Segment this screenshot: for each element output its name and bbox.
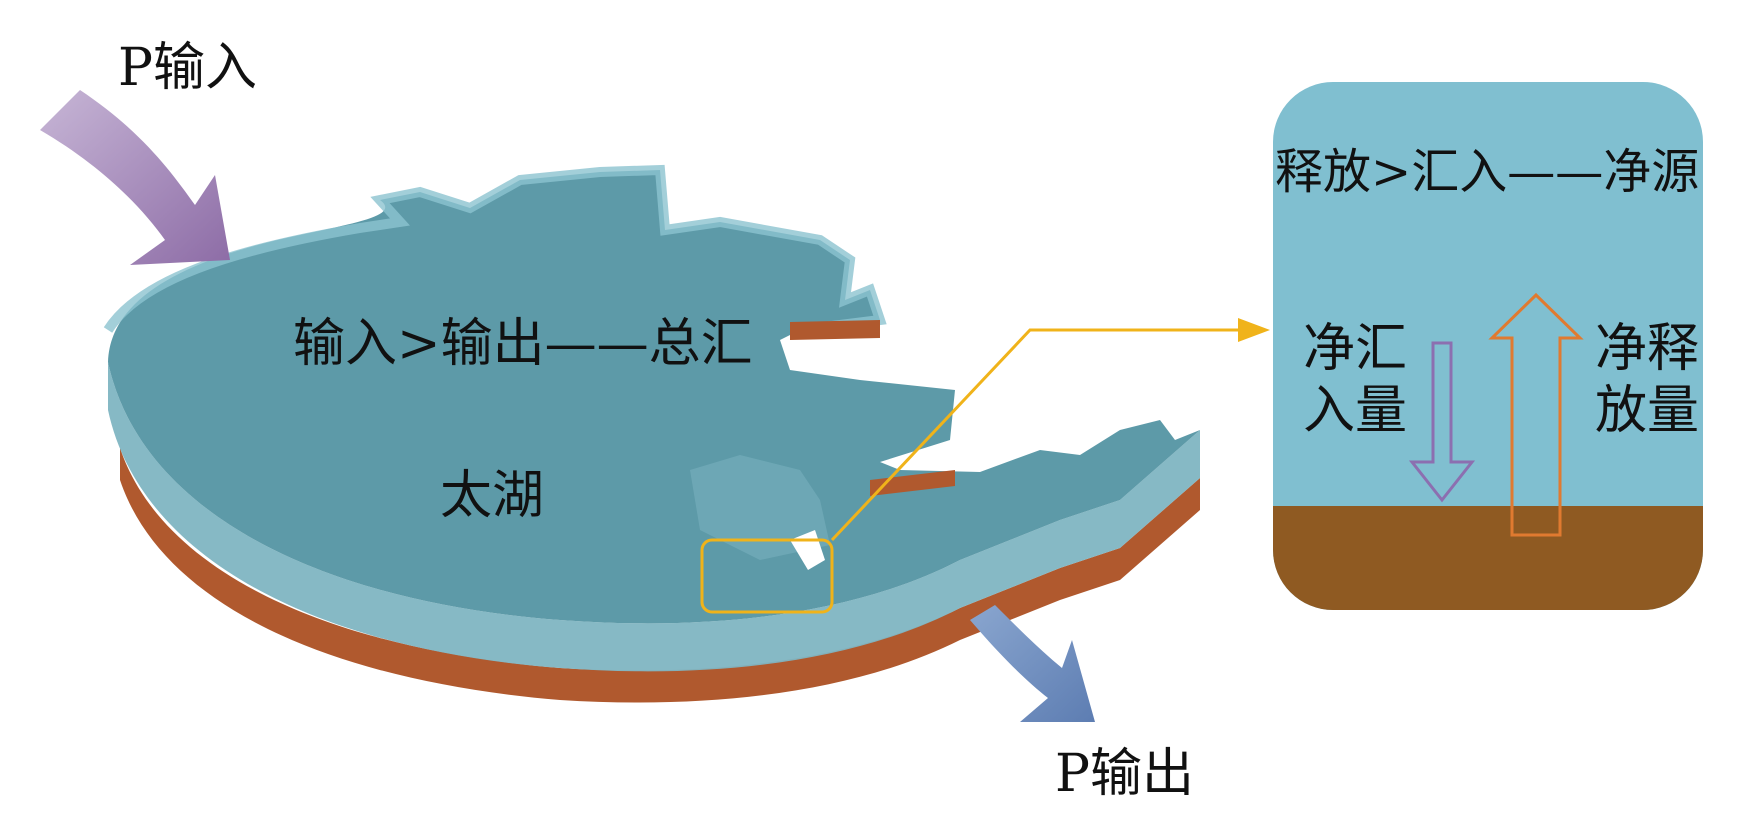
inset-water	[1273, 82, 1703, 610]
lake-rim-highlight	[103, 164, 887, 335]
lake-sediment-edge-notch-2	[870, 470, 955, 496]
callout-connector-arrowhead	[1238, 318, 1270, 342]
net-release-label-line2: 放量	[1594, 381, 1699, 442]
net-sink-label-line2: 入量	[1302, 381, 1407, 442]
lake-sediment-layer	[120, 448, 1200, 703]
lake-sediment-edge-notch	[790, 320, 880, 340]
lake-balance-label: 输入>输出——总汇	[293, 314, 753, 374]
net-sink-label-line1: 净汇	[1302, 319, 1407, 379]
lake-surface	[108, 170, 1200, 624]
lake-name-label: 太湖	[440, 466, 545, 526]
net-release-arrow	[1488, 292, 1584, 537]
inset-title: 释放>汇入——净源	[1275, 144, 1700, 200]
lake-east-lobe	[690, 455, 830, 560]
p-output-label: P输出	[1055, 744, 1194, 804]
p-input-arrow	[40, 90, 230, 265]
inset-panel	[1273, 82, 1703, 610]
net-sink-label: 净汇 入量	[1300, 318, 1410, 443]
net-sink-arrow	[1408, 341, 1476, 503]
net-release-label-line1: 净释	[1594, 319, 1699, 379]
inset-sediment	[1273, 506, 1703, 610]
p-output-arrow	[970, 605, 1095, 722]
callout-box	[700, 538, 834, 614]
callout-connector	[830, 328, 1240, 542]
net-release-label: 净释 放量	[1592, 318, 1702, 443]
p-input-label: P输入	[118, 38, 257, 98]
lake-lower-layer	[108, 362, 1200, 672]
